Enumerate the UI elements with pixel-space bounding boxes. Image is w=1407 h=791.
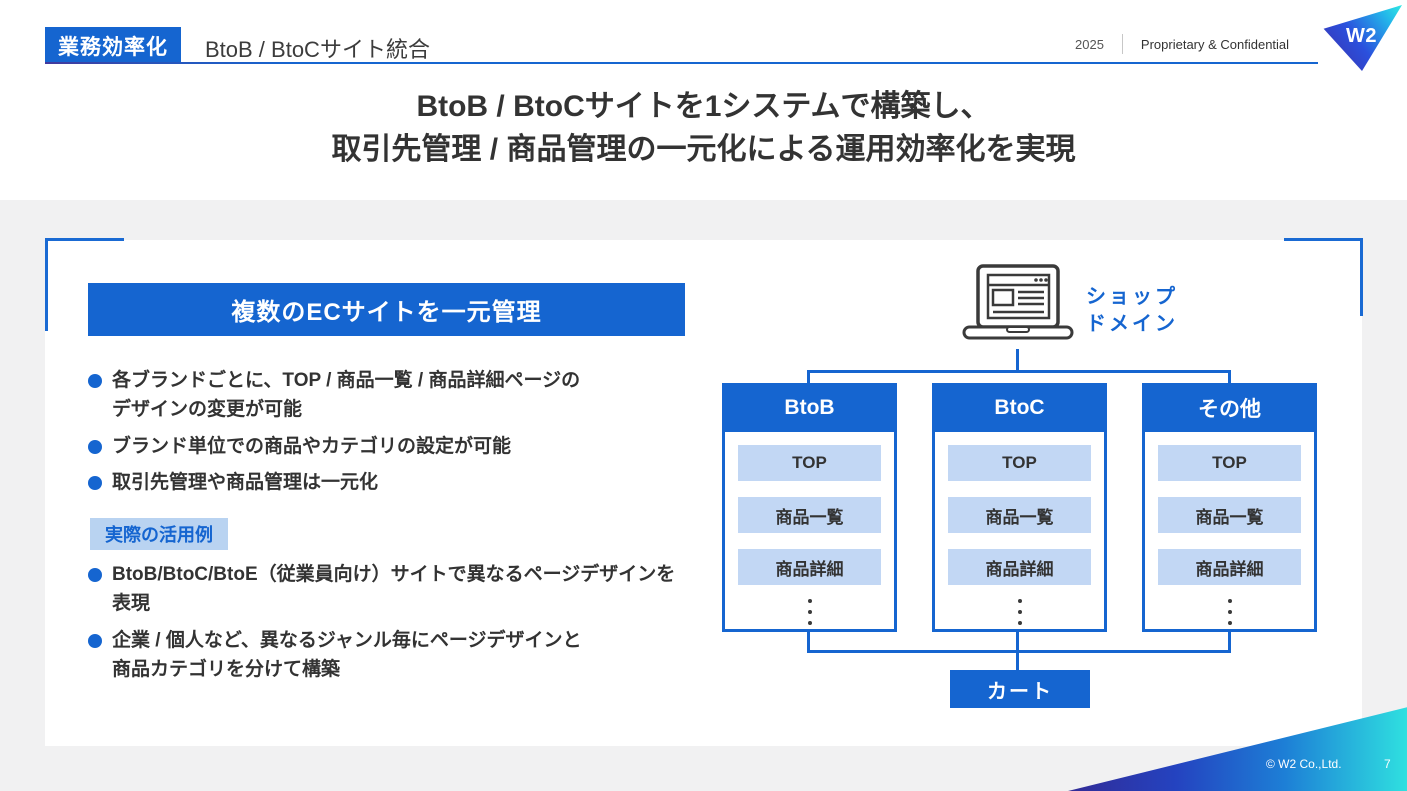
list-item: ブランド単位での商品やカテゴリの設定が可能 [88, 432, 678, 461]
page-box: 商品一覧 [948, 497, 1091, 533]
connector-line [1016, 630, 1019, 671]
connector-line [807, 370, 1231, 373]
corner-bracket-top-right [1360, 238, 1363, 316]
connector-line [1016, 349, 1019, 372]
header-underline [45, 62, 1318, 64]
connector-line [807, 630, 810, 653]
ellipsis-dots [807, 599, 812, 625]
usage-example-list: BtoB/BtoC/BtoE（従業員向け）サイトで異なるページデザインを 表現 … [88, 560, 678, 692]
page-box: 商品詳細 [1158, 549, 1301, 585]
connector-line [807, 370, 810, 385]
site-column-btob: BtoB TOP 商品一覧 商品詳細 [722, 383, 897, 632]
site-column-btoc: BtoC TOP 商品一覧 商品詳細 [932, 383, 1107, 632]
usage-text: BtoB/BtoC/BtoE（従業員向け）サイトで異なるページデザインを 表現 [112, 564, 676, 615]
feature-text: 各ブランドごとに、TOP / 商品一覧 / 商品詳細ページの デザインの変更が可… [112, 370, 581, 421]
feature-text: 取引先管理や商品管理は一元化 [112, 472, 379, 494]
w2-logo-icon: W2 [1323, 5, 1402, 71]
page-box: TOP [948, 445, 1091, 481]
column-body: TOP 商品一覧 商品詳細 [932, 432, 1107, 632]
headline: BtoB / BtoCサイトを1システムで構築し、 取引先管理 / 商品管理の一… [0, 86, 1407, 171]
usage-text: 企業 / 個人など、異なるジャンル毎にページデザインと 商品カテゴリを分けて構築 [112, 629, 582, 681]
bullet-icon [88, 374, 102, 388]
bullet-icon [88, 568, 102, 582]
ellipsis-dots [1227, 599, 1232, 625]
corner-bracket-top-right [1284, 238, 1363, 241]
list-item: BtoB/BtoC/BtoE（従業員向け）サイトで異なるページデザインを 表現 [88, 560, 678, 619]
list-item: 各ブランドごとに、TOP / 商品一覧 / 商品詳細ページの デザインの変更が可… [88, 366, 678, 425]
copyright-label: © W2 Co.,Ltd. [1266, 757, 1342, 771]
category-badge: 業務効率化 [45, 27, 181, 64]
divider [1121, 34, 1123, 54]
column-body: TOP 商品一覧 商品詳細 [722, 432, 897, 632]
page-box: TOP [738, 445, 881, 481]
site-column-other: その他 TOP 商品一覧 商品詳細 [1142, 383, 1317, 632]
connector-line [807, 650, 1231, 653]
corner-bracket-top-left [45, 238, 124, 241]
feature-list: 各ブランドごとに、TOP / 商品一覧 / 商品詳細ページの デザインの変更が可… [88, 366, 678, 505]
column-title: その他 [1142, 383, 1317, 432]
bullet-icon [88, 439, 102, 454]
feature-text: ブランド単位での商品やカテゴリの設定が可能 [112, 435, 512, 457]
page-number: 7 [1384, 757, 1391, 771]
ellipsis-dots [1017, 599, 1022, 625]
year-label: 2025 [1075, 36, 1104, 52]
page-box: 商品一覧 [1158, 497, 1301, 533]
bullet-icon [88, 476, 102, 491]
usage-example-label: 実際の活用例 [90, 518, 228, 550]
corner-bracket-top-left [45, 238, 48, 331]
headline-line2: 取引先管理 / 商品管理の一元化による運用効率化を実現 [331, 132, 1076, 166]
cart-box: カート [950, 670, 1090, 708]
page-box: 商品詳細 [738, 549, 881, 585]
page-box: 商品詳細 [948, 549, 1091, 585]
shop-domain-label: ショップ ドメイン [1086, 286, 1178, 335]
column-title: BtoC [932, 383, 1107, 432]
slide-section-title: BtoB / BtoCサイト統合 [205, 37, 430, 62]
connector-line [1228, 370, 1231, 385]
column-body: TOP 商品一覧 商品詳細 [1142, 432, 1317, 632]
list-item: 取引先管理や商品管理は一元化 [88, 468, 678, 497]
column-title: BtoB [722, 383, 897, 432]
header-meta: 2025 Proprietary & Confidential [1075, 34, 1289, 54]
page-box: 商品一覧 [738, 497, 881, 533]
confidential-label: Proprietary & Confidential [1140, 36, 1290, 52]
bullet-icon [88, 633, 102, 648]
connector-line [1228, 630, 1231, 653]
laptop-icon [962, 264, 1074, 340]
list-item: 企業 / 個人など、異なるジャンル毎にページデザインと 商品カテゴリを分けて構築 [88, 626, 678, 685]
logo-text: W2 [1346, 25, 1377, 47]
page-box: TOP [1158, 445, 1301, 481]
headline-line1: BtoB / BtoCサイトを1システムで構築し、 [416, 90, 991, 123]
section-heading: 複数のECサイトを一元管理 [88, 283, 685, 336]
